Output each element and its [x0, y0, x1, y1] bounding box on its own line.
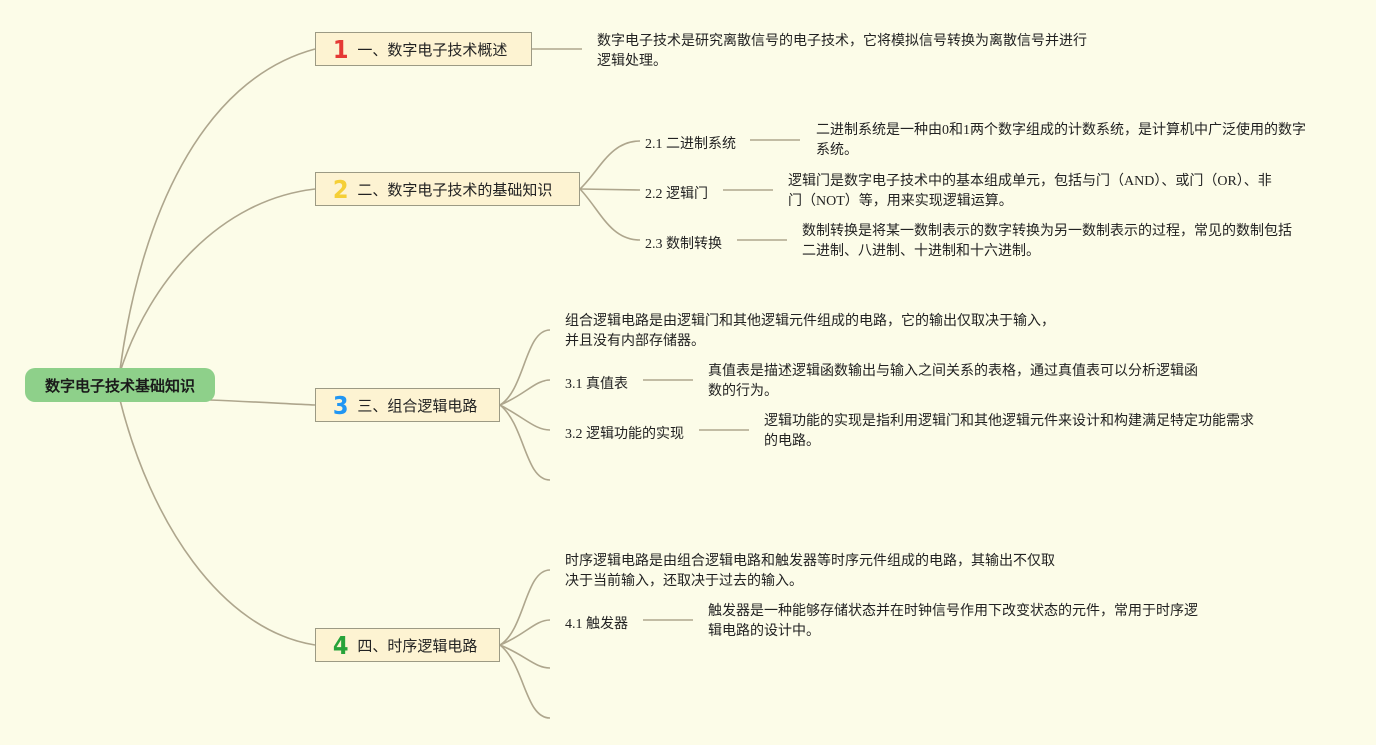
- topic-label: 一、数字电子技术概述: [357, 40, 508, 59]
- desc-line: 辑电路的设计中。: [708, 624, 820, 639]
- desc-line: 决于当前输入，还取决于过去的输入。: [565, 574, 803, 589]
- number-3-icon: 3: [332, 390, 349, 420]
- topic-description: 数字电子技术是研究离散信号的电子技术，它将模拟信号转换为离散信号并进行 逻辑处理…: [597, 32, 1117, 72]
- subtopic-description: 二进制系统是一种由0和1两个数字组成的计数系统，是计算机中广泛使用的数字 系统。: [816, 121, 1326, 161]
- link-root-topic4: [119, 399, 316, 646]
- desc-line: 时序逻辑电路是由组合逻辑电路和触发器等时序元件组成的电路，其输出不仅取: [565, 554, 1055, 569]
- desc-line: 触发器是一种能够存储状态并在时钟信号作用下改变状态的元件，常用于时序逻: [708, 604, 1198, 619]
- link-topic4-sub1: [499, 619, 551, 646]
- link-topic4-empty1: [499, 644, 551, 669]
- link-topic3-sub2: [499, 404, 551, 431]
- subtopic-description: 逻辑门是数字电子技术中的基本组成单元，包括与门（AND）、或门（OR）、非 门（…: [788, 172, 1308, 212]
- link-root-topic1: [119, 48, 316, 371]
- link-topic2-sub2: [579, 188, 641, 191]
- topic-description: 时序逻辑电路是由组合逻辑电路和触发器等时序元件组成的电路，其输出不仅取 决于当前…: [565, 552, 1085, 592]
- topic-label: 三、组合逻辑电路: [357, 396, 478, 415]
- desc-line: 数制转换是将某一数制表示的数字转换为另一数制表示的过程，常见的数制包括: [802, 224, 1292, 239]
- link-topic3-desc: [499, 329, 551, 406]
- desc-line: 真值表是描述逻辑函数输出与输入之间关系的表格，通过真值表可以分析逻辑函: [708, 364, 1198, 379]
- link-root-topic3: [209, 399, 316, 406]
- subtopic-node[interactable]: 2.1 二进制系统: [645, 137, 736, 152]
- desc-line: 的电路。: [764, 434, 820, 449]
- subtopic-description: 逻辑功能的实现是指利用逻辑门和其他逻辑元件来设计和构建满足特定功能需求 的电路。: [764, 412, 1284, 452]
- number-2-icon: 2: [332, 174, 349, 204]
- desc-line: 二进制、八进制、十进制和十六进制。: [802, 244, 1040, 259]
- desc-line: 组合逻辑电路是由逻辑门和其他逻辑元件组成的电路，它的输出仅取决于输入，: [565, 314, 1055, 329]
- topic-node-1[interactable]: 1 一、数字电子技术概述: [315, 32, 532, 66]
- subtopic-description: 真值表是描述逻辑函数输出与输入之间关系的表格，通过真值表可以分析逻辑函 数的行为…: [708, 362, 1228, 402]
- topic-description: 组合逻辑电路是由逻辑门和其他逻辑元件组成的电路，它的输出仅取决于输入， 并且没有…: [565, 312, 1085, 352]
- desc-line: 并且没有内部存储器。: [565, 334, 705, 349]
- link-topic2-sub3: [579, 188, 641, 241]
- desc-line: 门（NOT）等，用来实现逻辑运算。: [788, 194, 1013, 209]
- subtopic-node[interactable]: 3.2 逻辑功能的实现: [565, 427, 684, 442]
- desc-line: 二进制系统是一种由0和1两个数字组成的计数系统，是计算机中广泛使用的数字: [816, 123, 1306, 138]
- desc-line: 逻辑处理。: [597, 54, 667, 69]
- link-topic4-desc: [499, 569, 551, 646]
- subtopic-description: 触发器是一种能够存储状态并在时钟信号作用下改变状态的元件，常用于时序逻 辑电路的…: [708, 602, 1228, 642]
- root-node[interactable]: 数字电子技术基础知识: [25, 368, 215, 402]
- topic-node-2[interactable]: 2 二、数字电子技术的基础知识: [315, 172, 580, 206]
- topic-node-3[interactable]: 3 三、组合逻辑电路: [315, 388, 500, 422]
- number-1-icon: 1: [332, 34, 349, 64]
- subtopic-node[interactable]: 2.3 数制转换: [645, 237, 722, 252]
- link-root-topic2: [119, 188, 316, 373]
- topic-label: 二、数字电子技术的基础知识: [357, 180, 553, 199]
- desc-line: 逻辑门是数字电子技术中的基本组成单元，包括与门（AND）、或门（OR）、非: [788, 174, 1272, 189]
- subtopic-node[interactable]: 2.2 逻辑门: [645, 187, 708, 202]
- subtopic-description: 数制转换是将某一数制表示的数字转换为另一数制表示的过程，常见的数制包括 二进制、…: [802, 222, 1322, 262]
- subtopic-node[interactable]: 4.1 触发器: [565, 617, 628, 632]
- link-topic3-empty: [499, 404, 551, 481]
- topic-node-4[interactable]: 4 四、时序逻辑电路: [315, 628, 500, 662]
- link-topic3-sub1: [499, 379, 551, 406]
- desc-line: 系统。: [816, 143, 858, 158]
- desc-line: 数的行为。: [708, 384, 778, 399]
- desc-line: 逻辑功能的实现是指利用逻辑门和其他逻辑元件来设计和构建满足特定功能需求: [764, 414, 1254, 429]
- topic-label: 四、时序逻辑电路: [357, 636, 478, 655]
- link-topic4-empty2: [499, 644, 551, 719]
- link-topic2-sub1: [579, 140, 641, 190]
- desc-line: 数字电子技术是研究离散信号的电子技术，它将模拟信号转换为离散信号并进行: [597, 34, 1087, 49]
- number-4-icon: 4: [332, 630, 349, 660]
- subtopic-node[interactable]: 3.1 真值表: [565, 377, 628, 392]
